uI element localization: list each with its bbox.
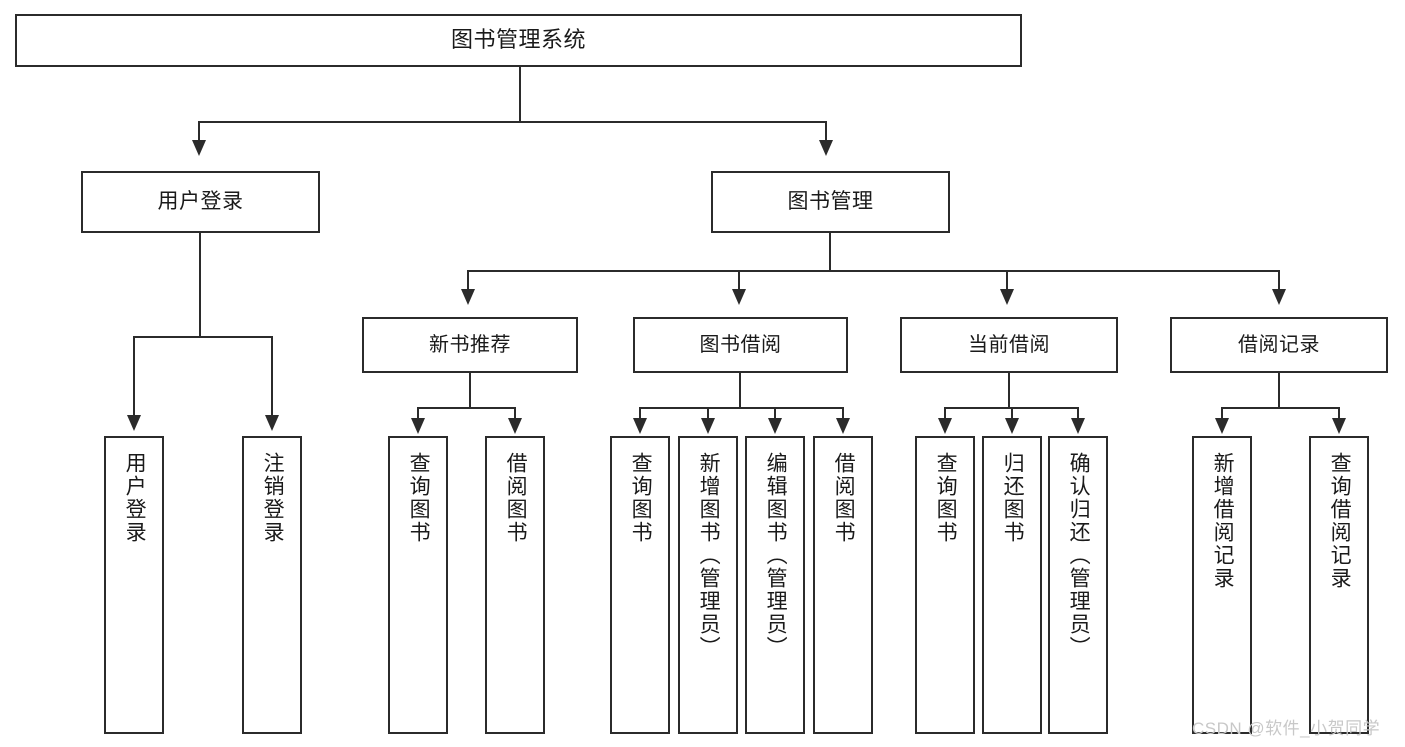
arrow-tier1-1 xyxy=(819,140,833,156)
edge-current-borrow-drop-0 xyxy=(944,407,946,423)
node-label: 借阅记录 xyxy=(1238,333,1320,356)
edge-borrow-record-stem xyxy=(1278,373,1280,408)
edge-borrow-record-drop-0 xyxy=(1221,407,1223,423)
edge-book-borrow-rail xyxy=(639,407,844,409)
edge-current-borrow-stem xyxy=(1008,373,1010,408)
node-label: 查询图书 xyxy=(629,452,653,544)
node-label: 归还图书 xyxy=(1001,452,1025,544)
edge-current-borrow-drop-1 xyxy=(1011,407,1013,423)
arrow-current-borrow-1 xyxy=(1005,418,1019,434)
node-label: 用户登录 xyxy=(157,190,244,214)
arrow-book-borrow-2 xyxy=(768,418,782,434)
edge-book-borrow-drop-3 xyxy=(842,407,844,423)
node-label: 注销登录 xyxy=(261,452,285,544)
edge-book-mgmt-stem xyxy=(829,233,831,271)
edge-tier1-drop-1 xyxy=(825,121,827,149)
node-new-book-recommend[interactable]: 新书推荐 xyxy=(362,317,578,373)
leaf-new-book-query[interactable]: 查询图书 xyxy=(388,436,448,734)
arrow-tier2-2 xyxy=(1000,289,1014,305)
node-label: 新增图书（管理员） xyxy=(697,452,721,659)
edge-tier1-drop-0 xyxy=(198,121,200,149)
leaf-current-borrow-return[interactable]: 归还图书 xyxy=(982,436,1042,734)
leaf-book-borrow-add[interactable]: 新增图书（管理员） xyxy=(678,436,738,734)
arrow-current-borrow-2 xyxy=(1071,418,1085,434)
node-label: 查询图书 xyxy=(934,452,958,544)
edge-book-borrow-drop-2 xyxy=(774,407,776,423)
edge-tier2-rail xyxy=(467,270,1280,272)
leaf-new-book-borrow[interactable]: 借阅图书 xyxy=(485,436,545,734)
node-label: 图书借阅 xyxy=(699,333,782,356)
edge-new-book-drop-0 xyxy=(417,407,419,423)
edge-user-login-rail xyxy=(133,336,273,338)
leaf-current-borrow-query[interactable]: 查询图书 xyxy=(915,436,975,734)
edge-tier2-drop-1 xyxy=(738,270,740,298)
arrow-current-borrow-0 xyxy=(938,418,952,434)
node-label: 用户登录 xyxy=(123,452,147,544)
arrow-book-borrow-0 xyxy=(633,418,647,434)
arrow-tier1-0 xyxy=(192,140,206,156)
edge-user-login-stem xyxy=(199,233,201,337)
arrow-new-book-1 xyxy=(508,418,522,434)
node-label: 当前借阅 xyxy=(968,333,1050,356)
edge-tier2-drop-3 xyxy=(1278,270,1280,298)
arrow-new-book-0 xyxy=(411,418,425,434)
arrow-user-login-0 xyxy=(127,415,141,431)
arrow-borrow-record-0 xyxy=(1215,418,1229,434)
node-label: 新增借阅记录 xyxy=(1211,452,1235,590)
node-label: 借阅图书 xyxy=(504,452,528,544)
node-current-borrow[interactable]: 当前借阅 xyxy=(900,317,1118,373)
leaf-borrow-record-add[interactable]: 新增借阅记录 xyxy=(1192,436,1252,734)
arrow-book-borrow-3 xyxy=(836,418,850,434)
arrow-tier2-1 xyxy=(732,289,746,305)
edge-new-book-drop-1 xyxy=(514,407,516,423)
node-label: 新书推荐 xyxy=(429,333,511,356)
edge-new-book-stem xyxy=(469,373,471,408)
node-root-system[interactable]: 图书管理系统 xyxy=(15,14,1022,67)
edge-borrow-record-rail xyxy=(1221,407,1340,409)
edge-new-book-rail xyxy=(417,407,515,409)
edge-book-borrow-stem xyxy=(739,373,741,408)
edge-borrow-record-drop-1 xyxy=(1338,407,1340,423)
arrow-book-borrow-1 xyxy=(701,418,715,434)
node-label: 图书管理 xyxy=(787,190,874,214)
leaf-book-borrow-query[interactable]: 查询图书 xyxy=(610,436,670,734)
edge-tier2-drop-0 xyxy=(467,270,469,298)
edge-tier1-rail xyxy=(198,121,827,123)
arrow-tier2-3 xyxy=(1272,289,1286,305)
leaf-borrow-record-query[interactable]: 查询借阅记录 xyxy=(1309,436,1369,734)
node-label: 查询图书 xyxy=(407,452,431,544)
edge-tier2-drop-2 xyxy=(1006,270,1008,298)
node-label: 编辑图书（管理员） xyxy=(764,452,788,659)
edge-root-stem xyxy=(519,67,521,122)
node-book-management[interactable]: 图书管理 xyxy=(711,171,950,233)
arrow-user-login-1 xyxy=(265,415,279,431)
node-label: 借阅图书 xyxy=(832,452,856,544)
leaf-user-login-login[interactable]: 用户登录 xyxy=(104,436,164,734)
leaf-book-borrow-edit[interactable]: 编辑图书（管理员） xyxy=(745,436,805,734)
node-book-borrow[interactable]: 图书借阅 xyxy=(633,317,848,373)
leaf-book-borrow-borrow[interactable]: 借阅图书 xyxy=(813,436,873,734)
arrow-borrow-record-1 xyxy=(1332,418,1346,434)
node-label: 图书管理系统 xyxy=(450,27,586,53)
edge-book-borrow-drop-0 xyxy=(639,407,641,423)
edge-user-login-drop-0 xyxy=(133,336,135,421)
edge-book-borrow-drop-1 xyxy=(707,407,709,423)
edge-current-borrow-drop-2 xyxy=(1077,407,1079,423)
node-borrow-record[interactable]: 借阅记录 xyxy=(1170,317,1388,373)
node-label: 确认归还（管理员） xyxy=(1067,452,1091,659)
node-user-login[interactable]: 用户登录 xyxy=(81,171,320,233)
arrow-tier2-0 xyxy=(461,289,475,305)
node-label: 查询借阅记录 xyxy=(1328,452,1352,590)
edge-user-login-drop-1 xyxy=(271,336,273,421)
leaf-current-borrow-confirm[interactable]: 确认归还（管理员） xyxy=(1048,436,1108,734)
leaf-user-login-logout[interactable]: 注销登录 xyxy=(242,436,302,734)
